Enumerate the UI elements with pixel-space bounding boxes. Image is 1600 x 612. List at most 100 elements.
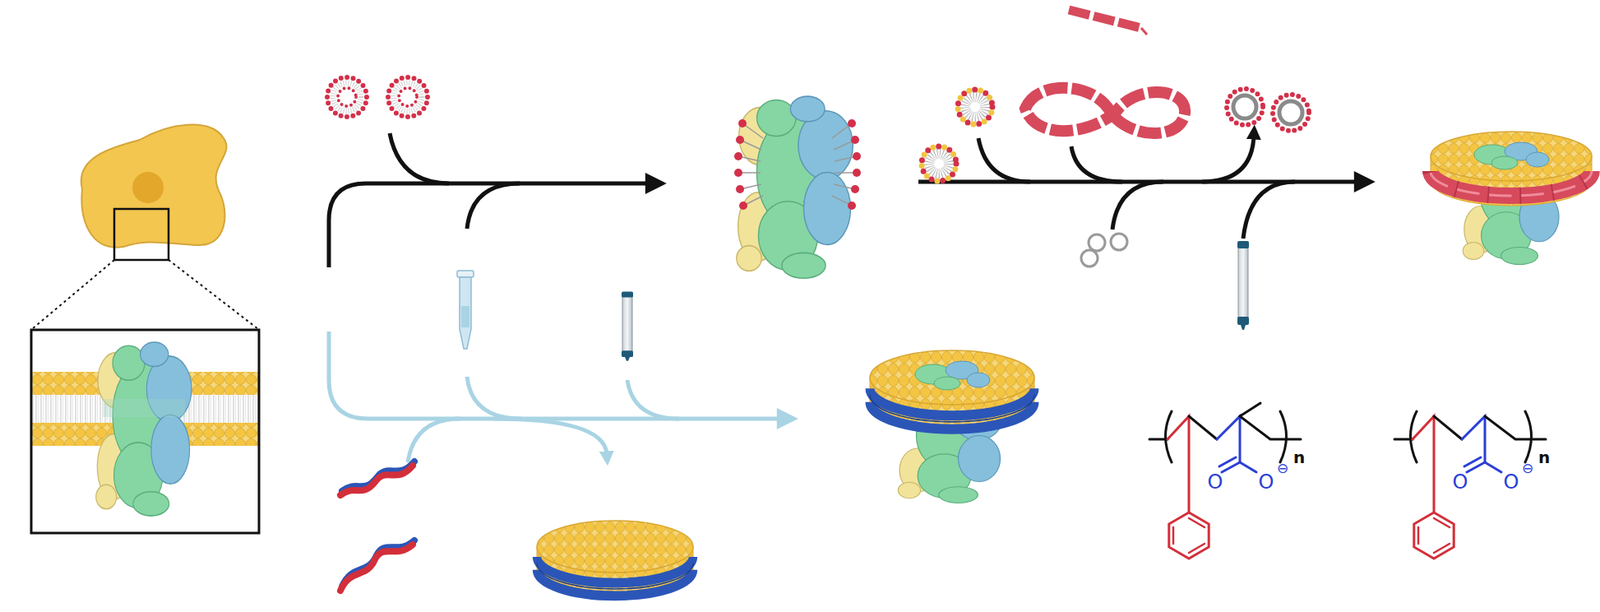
polymer-structure	[1394, 411, 1546, 559]
art-ellipse	[966, 372, 990, 388]
art-path	[1280, 411, 1287, 463]
art-circle	[739, 201, 748, 210]
art-path	[1188, 416, 1217, 440]
art-use	[1430, 131, 1592, 206]
art-path	[493, 418, 607, 454]
art-circle	[852, 152, 861, 161]
cell	[32, 124, 259, 329]
art-path	[459, 277, 472, 349]
art-path	[1068, 9, 1142, 28]
art-path	[1464, 457, 1485, 472]
spin-filter	[457, 270, 474, 349]
art-path	[1219, 457, 1240, 472]
art-circle	[735, 135, 745, 144]
atom-label: O	[1503, 471, 1520, 492]
art-circle	[847, 119, 856, 128]
detergent-solubilised-protein	[734, 96, 861, 278]
art-use	[869, 350, 1035, 432]
art-circle	[852, 168, 861, 177]
art-path	[407, 418, 461, 463]
art-path	[81, 124, 227, 248]
art-use	[1088, 234, 1106, 251]
art-ellipse	[1526, 152, 1550, 167]
art-line	[32, 259, 115, 329]
art-use	[96, 342, 192, 516]
repeat-subscript: n	[1538, 448, 1550, 466]
art-rect	[114, 208, 169, 260]
art-path	[1433, 416, 1462, 440]
art-use	[957, 89, 993, 125]
art-path	[1243, 181, 1295, 239]
art-circle	[738, 119, 747, 128]
art-path	[1525, 411, 1532, 463]
art-circle	[734, 168, 743, 177]
art-path	[1461, 416, 1485, 463]
art-path	[467, 183, 520, 229]
art-path	[1484, 462, 1502, 472]
art-circle	[734, 152, 743, 161]
art-path	[1071, 146, 1123, 182]
detergent-route	[327, 77, 650, 268]
art-path	[328, 331, 782, 419]
membrane-zoom	[31, 329, 259, 533]
art-use	[1226, 88, 1263, 125]
art-ellipse	[1491, 156, 1518, 170]
art-line	[168, 259, 259, 329]
sma-structure	[1149, 402, 1301, 559]
polymer-chains	[340, 461, 415, 591]
art-path	[340, 465, 413, 495]
atom-label: O	[1258, 471, 1275, 492]
art-path	[340, 544, 413, 591]
charge-symbol: ⊖	[1521, 461, 1534, 476]
art-path	[1239, 402, 1261, 417]
art-path	[389, 133, 449, 184]
charge-symbol: ⊖	[1276, 461, 1289, 476]
art-circle	[847, 201, 856, 210]
art-path	[1216, 416, 1240, 463]
art-path	[1239, 462, 1257, 472]
art-rect	[457, 270, 474, 278]
art-ellipse	[934, 376, 961, 390]
art-path	[627, 379, 680, 419]
art-path	[1412, 416, 1434, 513]
msp-route	[918, 9, 1359, 330]
art-path	[978, 138, 1031, 182]
art-path	[1173, 517, 1205, 553]
art-g	[734, 119, 861, 210]
art-circle	[132, 171, 164, 204]
empty-polymer-disc	[536, 520, 694, 599]
art-use	[736, 96, 854, 278]
art-rect	[31, 329, 259, 533]
art-rect	[31, 329, 259, 533]
art-use	[1110, 233, 1128, 250]
repeat-subscript: n	[1293, 448, 1305, 466]
art-use	[536, 520, 694, 599]
art-path	[328, 183, 650, 268]
art-path	[1112, 181, 1164, 230]
art-rect	[461, 305, 470, 328]
polymer-route	[328, 291, 782, 463]
polymer-nanodisc	[869, 350, 1035, 503]
art-path	[1414, 512, 1454, 559]
art-rect	[102, 398, 185, 417]
art-g	[32, 342, 259, 516]
art-use	[388, 77, 428, 117]
art-path	[1418, 517, 1450, 553]
art-circle	[850, 135, 860, 144]
art-use	[1081, 249, 1098, 267]
art-g	[738, 123, 857, 206]
art-use	[921, 146, 957, 181]
art-path	[1167, 416, 1189, 513]
art-path	[1025, 87, 1185, 134]
art-path	[467, 376, 522, 419]
art-use	[1272, 94, 1309, 131]
atom-label: O	[1452, 471, 1469, 492]
art-use	[1237, 240, 1249, 330]
art-path	[1169, 512, 1209, 559]
art-path	[1202, 136, 1254, 182]
atom-label: O	[1207, 471, 1224, 492]
art-path	[1484, 416, 1546, 440]
art-path	[1239, 416, 1301, 440]
